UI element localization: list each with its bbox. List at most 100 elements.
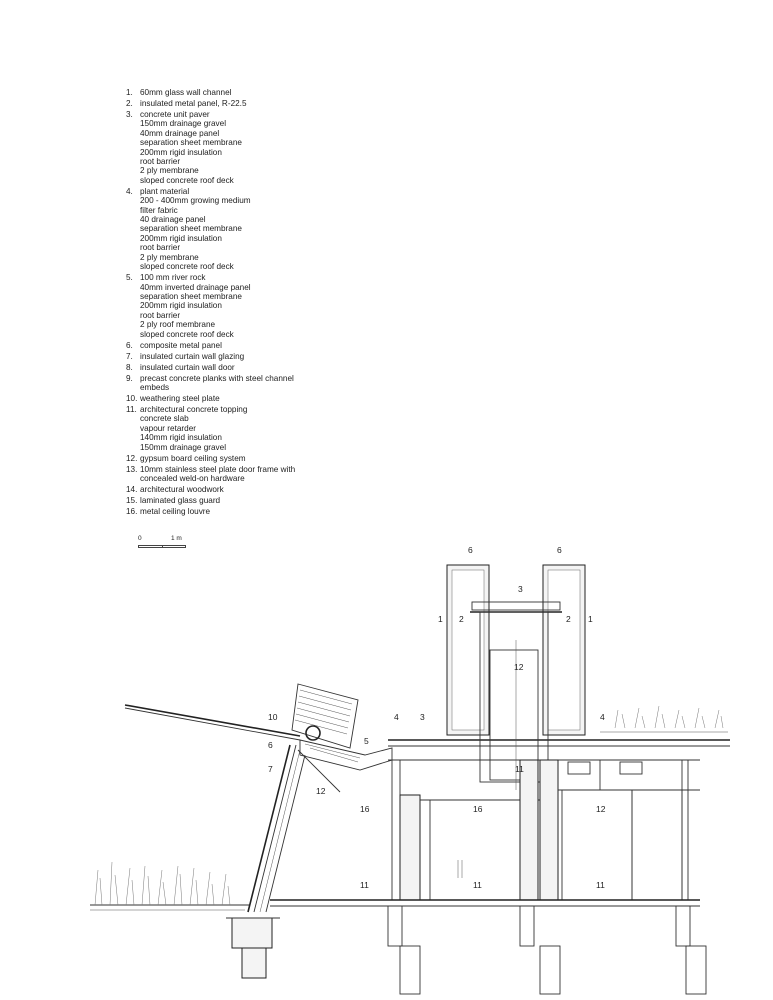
tag-12-right: 12 bbox=[596, 804, 606, 814]
tag-6-left: 6 bbox=[468, 545, 473, 555]
legend-line: separation sheet membrane bbox=[140, 291, 242, 301]
legend-line: gypsum board ceiling system bbox=[140, 453, 246, 463]
canopy-brace bbox=[297, 749, 341, 793]
legend-line: metal ceiling louvre bbox=[140, 506, 211, 516]
tag-12-mid: 12 bbox=[316, 786, 326, 796]
legend-line: 40 drainage panel bbox=[140, 215, 206, 225]
legend-item-number: 11. bbox=[126, 404, 137, 414]
scale-one-meter-label: 1 m bbox=[171, 535, 182, 542]
legend-item-text: 60mm glass wall channel bbox=[140, 88, 231, 97]
foundations bbox=[387, 905, 707, 995]
legend-item-text: composite metal panel bbox=[140, 341, 222, 350]
legend-line: 200mm rigid insulation bbox=[140, 147, 222, 157]
tag-11-right: 11 bbox=[596, 880, 605, 890]
legend-item-number: 12. bbox=[126, 453, 138, 463]
legend-item-number: 8. bbox=[126, 362, 133, 372]
legend-line: separation sheet membrane bbox=[140, 224, 242, 234]
legend-item: 14.architectural woodwork bbox=[126, 485, 426, 494]
tag-1-left: 1 bbox=[438, 614, 443, 624]
tag-11-top: 11 bbox=[515, 764, 524, 774]
legend-item-number: 14. bbox=[126, 484, 138, 494]
legend-line: 150mm drainage gravel bbox=[140, 442, 227, 452]
legend-item-number: 6. bbox=[126, 340, 133, 350]
roof-monitor bbox=[446, 564, 586, 790]
tag-11-left: 11 bbox=[360, 880, 369, 890]
legend-item-number: 7. bbox=[126, 351, 133, 361]
tag-4-right: 4 bbox=[600, 712, 605, 722]
legend-item-text: weathering steel plate bbox=[140, 394, 220, 403]
legend-line: embeds bbox=[140, 382, 170, 392]
legend-line: 2 ply membrane bbox=[140, 166, 199, 176]
legend-item-text: laminated glass guard bbox=[140, 496, 220, 505]
legend-line: concealed weld-on hardware bbox=[140, 473, 245, 483]
legend-item: 13.10mm stainless steel plate door frame… bbox=[126, 465, 426, 484]
legend-line: 10mm stainless steel plate door frame wi… bbox=[140, 464, 296, 474]
legend-item: 9. precast concrete planks with steel cha… bbox=[126, 374, 426, 393]
tag-16-left: 16 bbox=[360, 804, 370, 814]
tag-2-left: 2 bbox=[459, 614, 464, 624]
legend-line: precast concrete planks with steel chann… bbox=[140, 373, 294, 383]
legend-line: plant material bbox=[140, 186, 190, 196]
legend-line: filter fabric bbox=[140, 205, 178, 215]
legend-item-text: gypsum board ceiling system bbox=[140, 454, 246, 463]
legend-line: sloped concrete roof deck bbox=[140, 175, 234, 185]
legend-item-text: insulated curtain wall glazing bbox=[140, 352, 244, 361]
main-roof-slab bbox=[388, 731, 730, 761]
legend-line: sloped concrete roof deck bbox=[140, 262, 234, 272]
tag-3-top: 3 bbox=[518, 584, 523, 594]
legend-item-text: insulated metal panel, R-22.5 bbox=[140, 99, 247, 108]
legend-line: 150mm drainage gravel bbox=[140, 119, 227, 129]
legend-line: 200mm rigid insulation bbox=[140, 301, 222, 311]
legend-item: 1.60mm glass wall channel bbox=[126, 88, 426, 97]
legend-item: 7. insulated curtain wall glazing bbox=[126, 352, 426, 361]
legend-line: concrete unit paver bbox=[140, 110, 210, 119]
tag-10: 10 bbox=[268, 712, 278, 722]
legend-item: 10.weathering steel plate bbox=[126, 394, 426, 403]
legend-item-number: 9. bbox=[126, 373, 133, 383]
tag-1-right: 1 bbox=[588, 614, 593, 624]
legend-line: 60mm glass wall channel bbox=[140, 88, 232, 97]
legend-item: 2. insulated metal panel, R-22.5 bbox=[126, 99, 426, 108]
tag-12-top: 12 bbox=[514, 662, 524, 672]
legend-item-number: 15. bbox=[126, 495, 138, 505]
floor-slab bbox=[270, 899, 700, 907]
ground-left bbox=[90, 861, 250, 911]
scale-bar: 0 1 m bbox=[138, 535, 198, 555]
tag-11-mid: 11 bbox=[473, 880, 482, 890]
footing-left bbox=[226, 917, 280, 979]
tag-16-mid: 16 bbox=[473, 804, 483, 814]
scale-zero-label: 0 bbox=[138, 535, 142, 542]
legend-item-text: 10mm stainless steel plate door frame wi… bbox=[140, 465, 295, 484]
legend-line: 40mm inverted drainage panel bbox=[140, 282, 251, 292]
legend-line: insulated metal panel, R-22.5 bbox=[140, 99, 247, 108]
legend-item-number: 2. bbox=[126, 99, 133, 108]
legend-line: root barrier bbox=[140, 157, 181, 167]
tag-7: 7 bbox=[268, 764, 273, 774]
legend-item: 15.laminated glass guard bbox=[126, 496, 426, 505]
legend-item-number: 10. bbox=[126, 393, 138, 403]
tag-6-canopy: 6 bbox=[268, 740, 273, 750]
tag-6-right: 6 bbox=[557, 545, 562, 555]
legend-item-text: insulated curtain wall door bbox=[140, 363, 235, 372]
legend-item-text: precast concrete planks with steel chann… bbox=[140, 374, 294, 393]
curtain-wall-glazing bbox=[247, 744, 306, 913]
legend-item-text: metal ceiling louvre bbox=[140, 507, 210, 516]
legend-item-number: 13. bbox=[126, 464, 138, 474]
legend-line: 140mm rigid insulation bbox=[140, 433, 222, 443]
legend-line: 2 ply membrane bbox=[140, 252, 199, 262]
legend-line: 100 mm river rock bbox=[140, 273, 206, 283]
number-tags: 6 6 3 1 2 2 1 12 10 4 3 4 6 5 7 11 12 16… bbox=[268, 545, 606, 890]
legend-line: 40mm drainage panel bbox=[140, 128, 220, 138]
legend-line: weathering steel plate bbox=[140, 393, 220, 403]
legend-line: insulated curtain wall glazing bbox=[140, 351, 245, 361]
legend-line: sloped concrete roof deck bbox=[140, 329, 234, 339]
legend-line: separation sheet membrane bbox=[140, 138, 242, 148]
